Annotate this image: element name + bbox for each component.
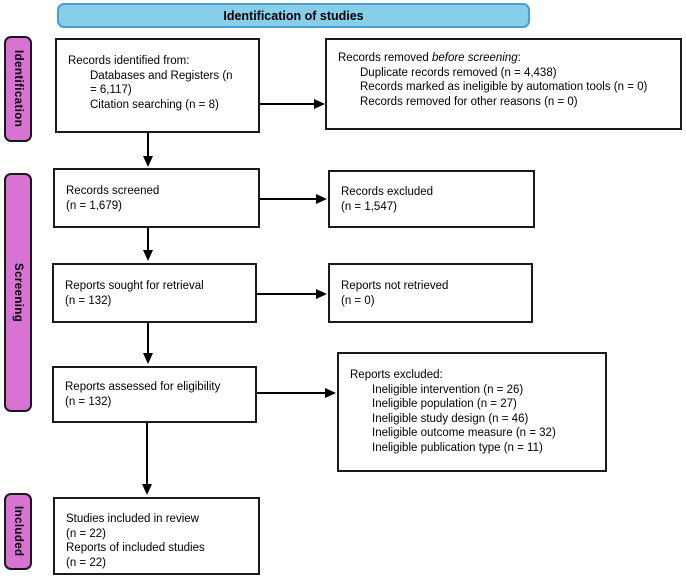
text-line: Ineligible population (n = 27): [372, 398, 517, 410]
box-reports-sought: Reports sought for retrieval (n = 132): [52, 263, 257, 323]
box-records-identified: Records identified from: Databases and R…: [55, 38, 260, 133]
text-line: Records screened: [66, 185, 160, 197]
stage-tab-included: Included: [4, 493, 32, 570]
stage-tab-label: Identification: [12, 50, 24, 128]
box-records-screened: Records screened (n = 1,679): [53, 168, 260, 228]
text-line: (n = 0): [341, 294, 375, 307]
box-reports-not-retrieved: Reports not retrieved (n = 0): [328, 263, 533, 323]
text-line: Citation searching (n = 8): [90, 98, 219, 111]
arrow-screened-to-sought: [143, 228, 153, 261]
text-line: = 6,117): [90, 84, 132, 96]
text-line: Studies included in review: [66, 513, 199, 525]
text-line: Records marked as ineligible by automati…: [360, 81, 648, 93]
text-line: Ineligible study design (n = 46): [372, 412, 529, 425]
text-line: Ineligible publication type (n = 11): [372, 441, 543, 454]
text-line: (n = 22): [66, 527, 106, 540]
arrow-screened-to-excluded: [260, 194, 327, 204]
text-line: (n = 1,547): [341, 200, 397, 213]
arrow-assessed-to-included: [142, 423, 152, 495]
box-records-removed: Records removed before screening: Duplic…: [325, 38, 682, 130]
box-studies-included: Studies included in review (n = 22) Repo…: [53, 497, 260, 575]
text-line: (n = 22): [66, 556, 106, 569]
text-line: (n = 132): [65, 294, 112, 307]
text-line: Ineligible intervention (n = 26): [372, 383, 524, 396]
arrow-sought-to-not-retrieved: [257, 289, 327, 299]
stage-tab-label: Screening: [12, 262, 24, 323]
stage-tab-identification: Identification: [4, 36, 32, 142]
arrow-assessed-to-reports-excluded: [257, 388, 336, 398]
text-line: Reports not retrieved: [341, 280, 449, 292]
box-reports-assessed: Reports assessed for eligibility (n = 13…: [52, 366, 257, 423]
text-line: Databases and Registers (n: [90, 69, 233, 82]
stage-tab-label: Included: [12, 506, 24, 557]
stage-tab-screening: Screening: [4, 173, 32, 412]
text-line: (n = 132): [65, 395, 112, 408]
text-line: Reports assessed for eligibility: [65, 381, 221, 393]
box-records-excluded: Records excluded (n = 1,547): [328, 170, 535, 228]
text-line: Ineligible outcome measure (n = 32): [372, 427, 556, 439]
text-line: Records excluded: [341, 186, 434, 198]
arrow-sought-to-assessed: [143, 323, 153, 364]
banner-identification-of-studies: Identification of studies: [57, 3, 530, 28]
arrow-identified-to-screened: [143, 133, 153, 167]
text-line: (n = 1,679): [66, 199, 122, 212]
text-line: Duplicate records removed (n = 4,438): [360, 66, 557, 79]
text-line: Reports sought for retrieval: [65, 280, 204, 292]
text-line: Records removed before screening:: [338, 52, 521, 64]
text-line: Records identified from:: [68, 55, 190, 67]
banner-label: Identification of studies: [223, 8, 364, 23]
box-reports-excluded: Reports excluded: Ineligible interventio…: [337, 352, 607, 472]
text-line: Reports of included studies: [66, 542, 205, 554]
arrow-identified-to-removed: [260, 99, 325, 109]
text-line: Reports excluded:: [350, 369, 443, 381]
text-line: Records removed for other reasons (n = 0…: [360, 95, 578, 108]
